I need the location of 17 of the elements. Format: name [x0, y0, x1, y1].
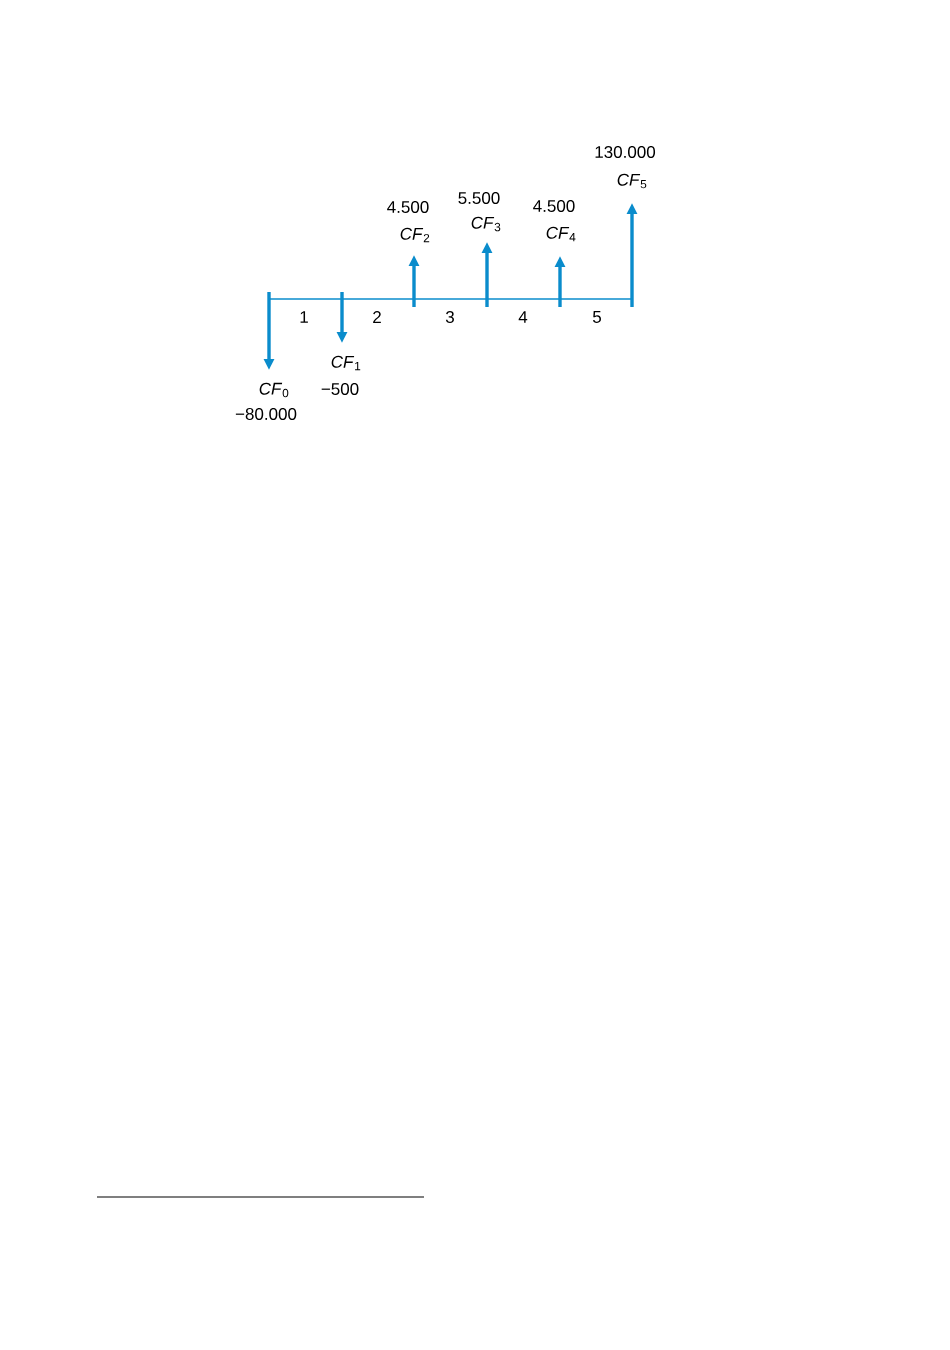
- cash-flow-amount: 130.000: [595, 145, 656, 158]
- cash-flow-amount: 5.500: [458, 191, 500, 204]
- cash-flow-amount: 4.500: [387, 200, 429, 213]
- cash-flow-label: CF$_{1}$: [331, 355, 361, 371]
- period-number: 2: [373, 311, 381, 323]
- cash-flow-amount: −80.000: [235, 407, 297, 420]
- cash-flow-label: CF$_{2}$: [400, 227, 430, 243]
- period-number: 5: [592, 311, 601, 323]
- period-number: 1: [300, 311, 308, 323]
- period-number: 4: [518, 311, 528, 323]
- cash-flow-amount: 4.500: [533, 199, 575, 212]
- cash-flow-label: CF$_{0}$: [259, 382, 289, 398]
- cash-flow-label: CF$_{5}$: [617, 173, 647, 189]
- cash-flow-amount: −500: [321, 382, 359, 395]
- period-number: 3: [445, 310, 454, 323]
- cash-flow-label: CF$_{3}$: [471, 216, 501, 232]
- cash-flow-label: CF$_{4}$: [546, 226, 576, 242]
